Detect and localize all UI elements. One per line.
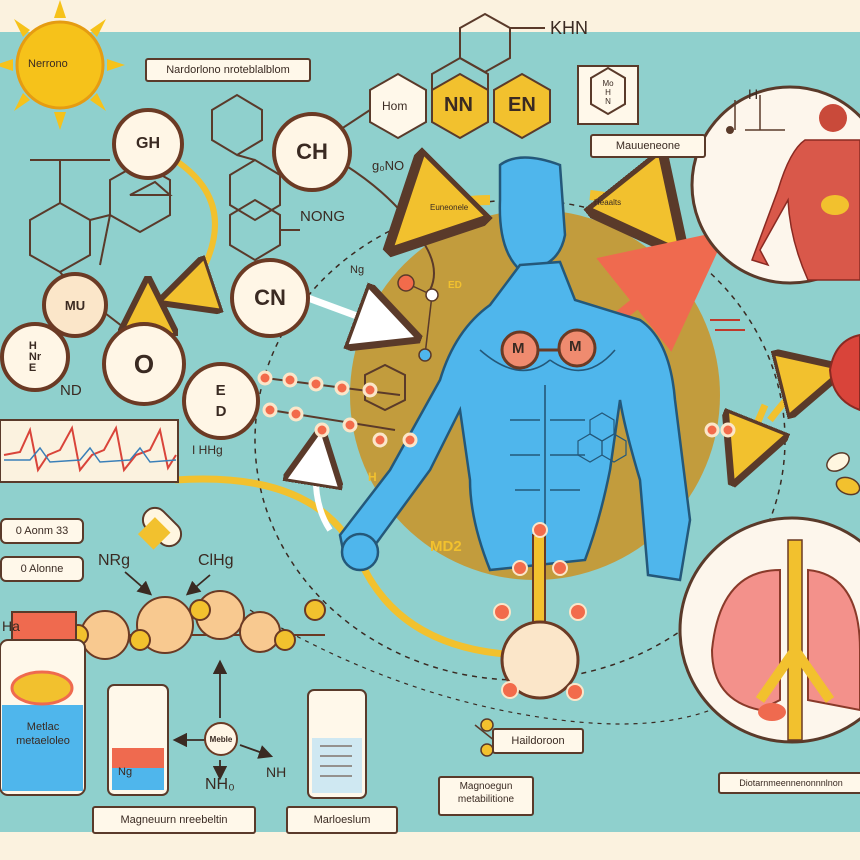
center-circle-label: Meble xyxy=(204,722,238,756)
label-gno: g₀NO xyxy=(372,158,405,173)
pill-cluster xyxy=(826,452,860,496)
bottom-label-middle: Marloeslum xyxy=(286,806,398,834)
beaker-right xyxy=(307,689,367,799)
arrow-up-white xyxy=(316,450,330,532)
node-hnh: H Nr E xyxy=(0,322,70,392)
sun-label: Nerrono xyxy=(28,58,68,70)
arrow-right-yellow-2 xyxy=(742,403,765,460)
bubble-label-left: M xyxy=(512,340,525,357)
bottle-label: Metlac metaeloleo xyxy=(16,721,70,748)
red-molecule-chain xyxy=(257,363,736,448)
arrow-clhg xyxy=(185,574,211,596)
label-nh: NH xyxy=(266,764,287,780)
node-ed: E D xyxy=(182,362,260,440)
pill-icon xyxy=(137,506,183,550)
node-ch: CH xyxy=(272,112,352,192)
molecule-top-rings xyxy=(331,12,551,140)
bubble-label-right: M xyxy=(569,338,582,355)
hex-label-nn: NN xyxy=(444,94,473,116)
arrow-gh-to-mu xyxy=(175,157,215,295)
bottom-label-right: Magnoegun metabilitione xyxy=(438,776,534,816)
arrow-label-left: Euneonele xyxy=(430,203,469,212)
bottom-right-box: Diotarnmeennenonnnlnon xyxy=(718,772,860,794)
label-md2: MD2 xyxy=(430,538,462,555)
label-ha: Ha xyxy=(2,618,20,634)
small-atom-cluster xyxy=(397,274,439,362)
label-h-right: H xyxy=(748,86,759,102)
ecg-strip xyxy=(0,419,179,483)
node-gh: GH xyxy=(112,108,184,180)
arrow-nrg xyxy=(124,571,153,596)
lungs-circle xyxy=(678,516,860,744)
connector-dots xyxy=(474,718,501,757)
label-nong: NONG xyxy=(300,208,345,225)
sun-icon xyxy=(0,0,125,130)
dashed-path-bottom xyxy=(249,609,781,725)
arrow-top-right-yellow xyxy=(590,195,660,225)
khn-label: KHN xyxy=(550,18,589,38)
arrow-red xyxy=(596,230,728,352)
label-nrg: NRg xyxy=(98,552,131,569)
flow-marks xyxy=(710,319,745,331)
label-clhg: ClHg xyxy=(198,552,234,569)
label-ihhg: I HHg xyxy=(192,443,223,457)
beaker-left xyxy=(107,684,169,796)
top-right-box: Mauueneone xyxy=(590,134,706,158)
info-box-2: 0 Alonne xyxy=(0,556,84,582)
node-cn: CN xyxy=(230,258,310,338)
molecule-top-center xyxy=(211,93,300,262)
label-ed-small: ED xyxy=(448,280,462,291)
hex-label-en: EN xyxy=(508,94,536,116)
small-structure-label: Mo H N xyxy=(602,80,614,106)
supplement-bottle xyxy=(0,611,86,796)
arrow-label-right: Heaalts xyxy=(594,198,622,207)
heart-icon xyxy=(828,333,860,412)
arrow-top-left-yellow xyxy=(415,200,490,225)
arrow-from-center xyxy=(239,744,274,759)
hex-label-hom: Hom xyxy=(382,99,408,113)
right-mid-box: Haildoroon xyxy=(492,728,584,754)
node-oh: O xyxy=(102,322,186,406)
label-nd: ND xyxy=(60,382,82,399)
bottom-label-left: Magneuurn nreebeltin xyxy=(92,806,256,834)
human-figure xyxy=(338,156,692,582)
node-mu: MU xyxy=(42,272,108,338)
arrow-cn-to-body xyxy=(298,295,395,330)
label-ng-bottle: Ng xyxy=(118,766,133,778)
bottom-molecule-chain xyxy=(67,590,326,660)
info-box-1: 0 Aonm 33 xyxy=(0,518,84,544)
label-h-small: H xyxy=(368,470,377,484)
label-nho: NH₀ xyxy=(205,776,235,793)
bubble-right xyxy=(557,328,597,368)
cell-circle xyxy=(493,522,587,701)
label-ng-left: Ng xyxy=(350,264,365,276)
muscle-anatomy-circle xyxy=(690,85,860,285)
torso-hex-pattern xyxy=(577,412,627,463)
top-title-box: Nardorlono nroteblalblom xyxy=(145,58,311,82)
